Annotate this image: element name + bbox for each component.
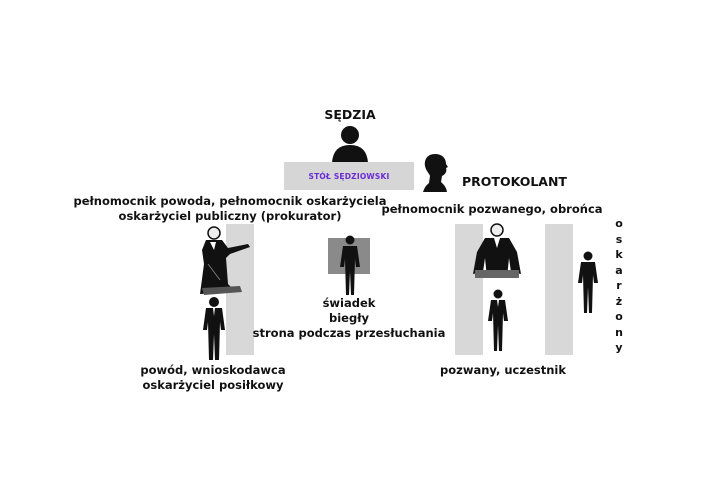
clerk-profile-icon — [423, 154, 448, 192]
accused-letter: n — [615, 325, 623, 339]
accused-letter: y — [615, 341, 623, 354]
accused-vertical-label: o s k a r ż o n y — [612, 216, 626, 356]
witness-label-line2: biegły — [329, 311, 369, 325]
plaintiff-silhouette-icon — [203, 297, 225, 360]
judge-silhouette-icon — [332, 126, 368, 163]
accused-letter: s — [615, 232, 623, 246]
accused-letter: k — [615, 248, 623, 261]
witness-label-line3: strona podczas przesłuchania — [252, 326, 446, 340]
accused-bench — [545, 224, 573, 355]
defence-lawyer-robe-icon — [473, 223, 521, 278]
plaintiff-counsel-label-line1: pełnomocnik powoda, pełnomocnik oskarżyc… — [73, 194, 387, 208]
plaintiff-label-line1: powód, wnioskodawca — [140, 363, 286, 377]
witness-silhouette-icon — [340, 235, 360, 295]
defendant-table — [455, 224, 483, 355]
judges-bench: STÓŁ SĘDZIOWSKI — [284, 162, 414, 190]
clerk-label: PROTOKOLANT — [462, 174, 567, 189]
defendant-silhouette-icon — [488, 289, 508, 351]
judge-label: SĘDZIA — [324, 107, 376, 122]
accused-letter: o — [615, 310, 623, 323]
witness-label-line1: świadek — [322, 296, 376, 310]
accused-letter: a — [615, 263, 623, 277]
prosecutor-robe-icon — [200, 226, 250, 295]
bench-label: STÓŁ SĘDZIOWSKI — [308, 171, 390, 181]
defendant-label: pozwany, uczestnik — [440, 363, 566, 377]
accused-letter: o — [615, 217, 623, 230]
defendant-counsel-label: pełnomocnik pozwanego, obrońca — [381, 202, 603, 216]
accused-letter: r — [616, 279, 622, 292]
plaintiff-label-line2: oskarżyciel posiłkowy — [142, 378, 284, 392]
accused-silhouette-icon — [578, 251, 598, 313]
plaintiff-counsel-label-line2: oskarżyciel publiczny (prokurator) — [118, 209, 342, 223]
accused-letter: ż — [615, 294, 623, 308]
